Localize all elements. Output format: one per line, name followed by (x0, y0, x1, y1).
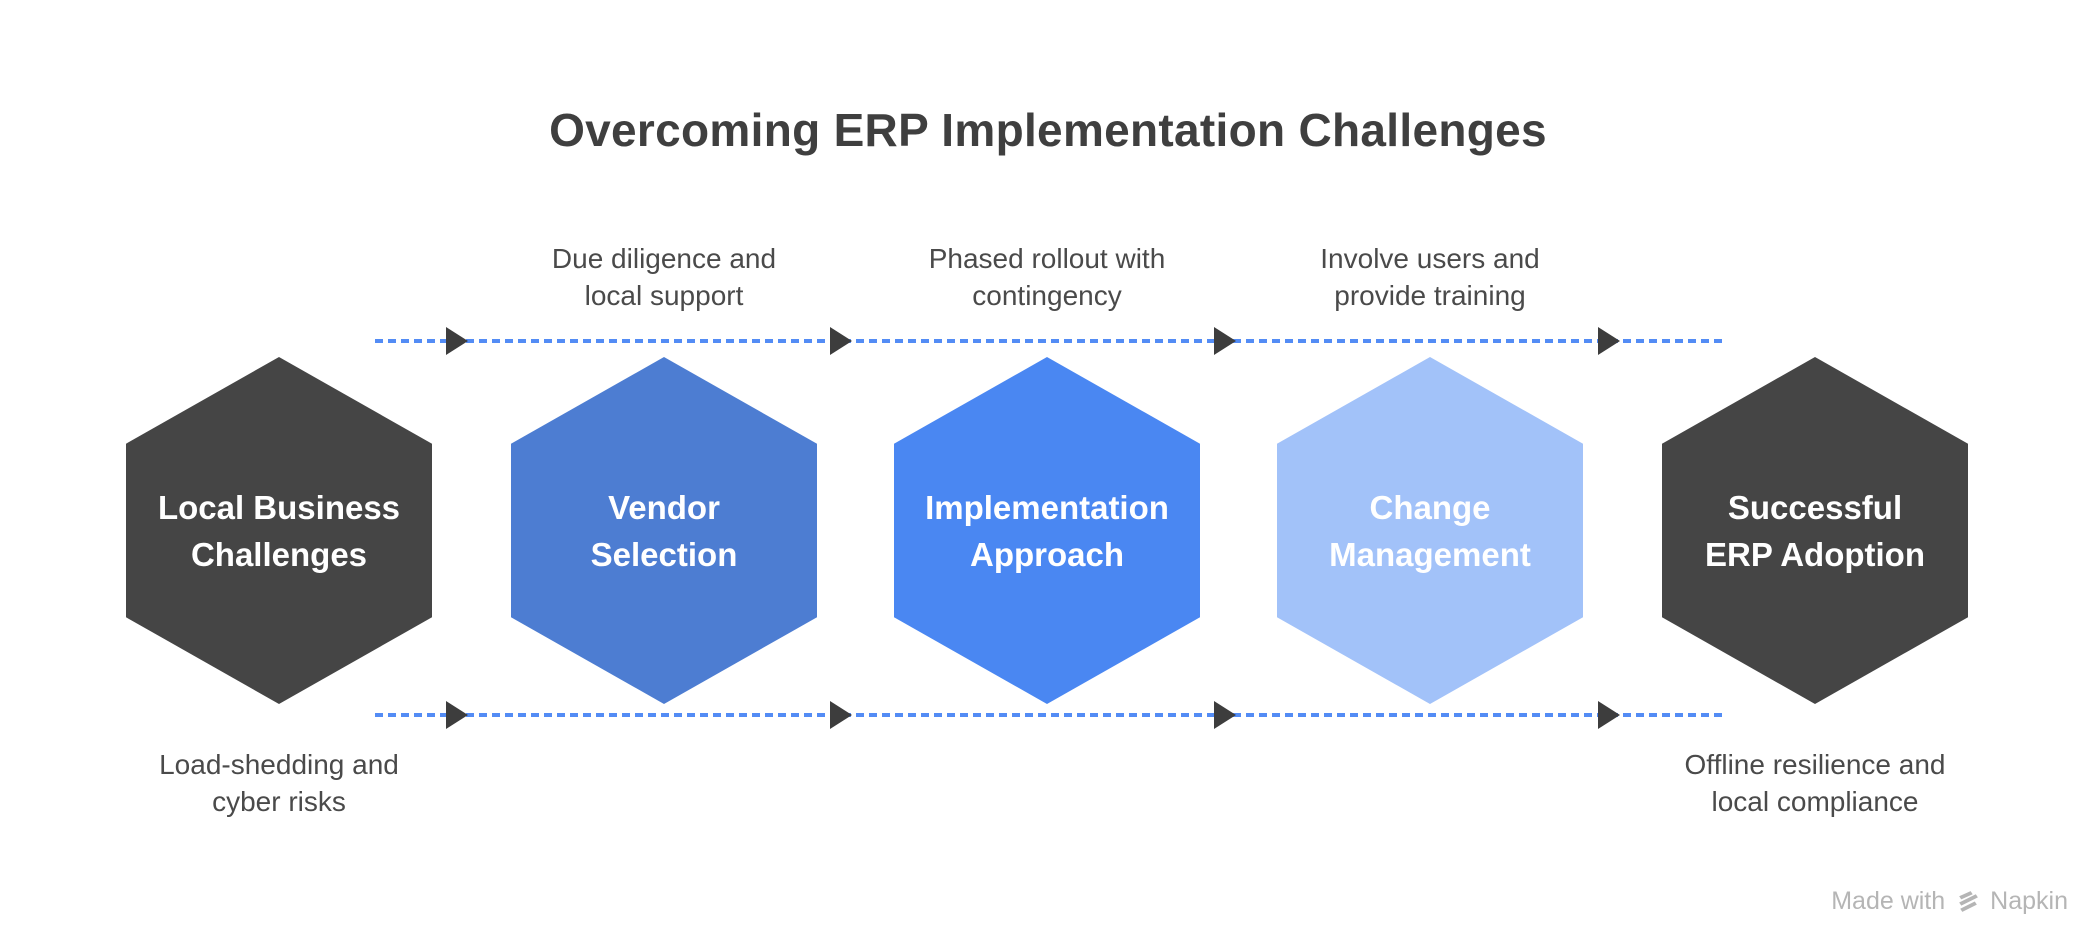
stage-label: Local Business Challenges (157, 488, 401, 573)
arrowhead-icon (446, 327, 468, 355)
arrowhead-icon (830, 327, 852, 355)
stage-label: Vendor Selection (590, 488, 738, 573)
caption-local-business-challenges: Load-shedding and cyber risks (159, 749, 399, 817)
stage-hexagon-vendor-selection: Vendor Selection (511, 357, 817, 704)
arrowhead-icon (1598, 701, 1620, 729)
napkin-logo-icon (1959, 891, 1979, 912)
stage-hexagon-change-management: Change Management (1277, 357, 1583, 704)
watermark-prefix: Made with (1831, 887, 1946, 915)
stage-label: Implementation Approach (925, 488, 1169, 573)
arrowhead-icon (446, 701, 468, 729)
watermark-brand: Napkin (1990, 887, 2068, 915)
transition-label-due-diligence: Due diligence and local support (551, 243, 777, 311)
stage-label: Successful ERP Adoption (1705, 488, 1925, 573)
page-title: Overcoming ERP Implementation Challenges (549, 104, 1547, 156)
stage-hexagon-implementation-approach: Implementation Approach (894, 357, 1200, 704)
arrowhead-icon (1214, 327, 1236, 355)
bottom-connector (375, 701, 1722, 729)
stage-hexagon-local-business-challenges: Local Business Challenges (126, 357, 432, 704)
stage-hexagon-successful-erp-adoption: Successful ERP Adoption (1662, 357, 1968, 704)
top-connector (375, 327, 1722, 355)
watermark: Made with Napkin (1831, 887, 2068, 916)
stage-label: Change Management (1329, 488, 1531, 573)
arrowhead-icon (830, 701, 852, 729)
transition-label-phased-rollout: Phased rollout with contingency (928, 243, 1166, 311)
transition-label-involve-users: Involve users and provide training (1320, 243, 1540, 311)
arrowhead-icon (1598, 327, 1620, 355)
arrowhead-icon (1214, 701, 1236, 729)
caption-successful-erp-adoption: Offline resilience and local compliance (1684, 749, 1946, 817)
